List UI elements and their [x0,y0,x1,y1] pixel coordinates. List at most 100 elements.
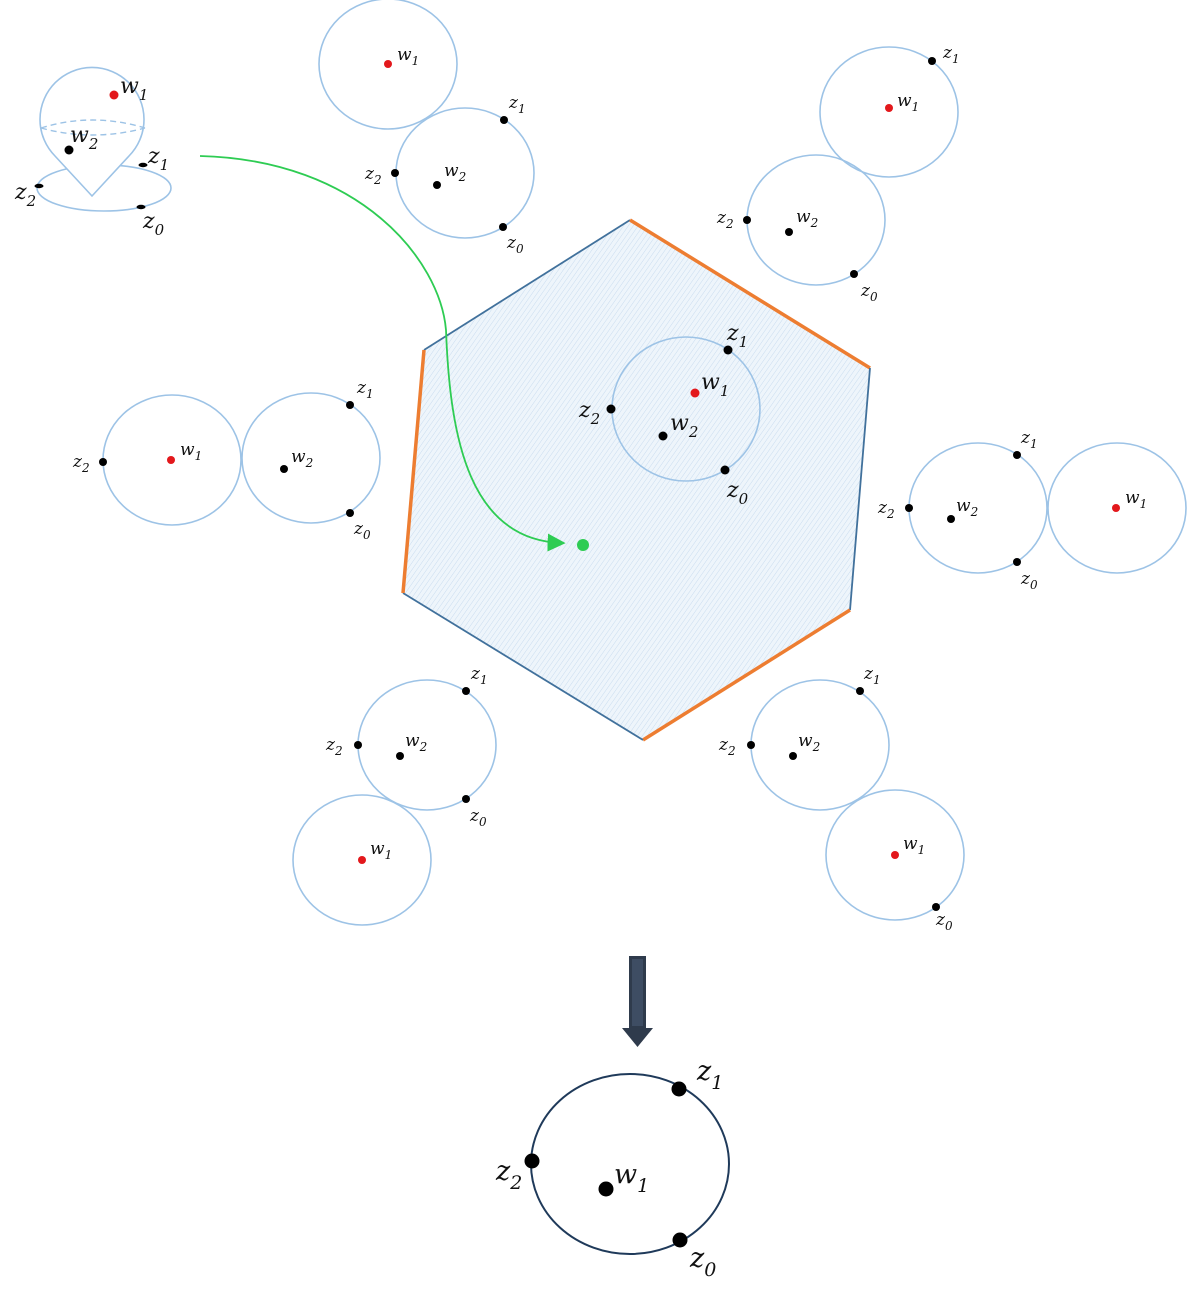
z2-label: z2 [718,735,736,758]
w1-point [1112,504,1120,512]
z1-label: z1 [470,664,488,687]
bubble-w1 [292,794,432,926]
z0-point [346,509,354,517]
w1-label: w1 [180,440,202,463]
bubble-w1 [318,0,458,130]
w1-point [891,851,899,859]
hexagon-interior [403,220,870,740]
w2-label: w2 [956,496,978,519]
z1-label: z1 [942,43,960,66]
w2-label: w2 [444,161,466,184]
z0-point [462,795,470,803]
w1-label: w1 [701,370,729,400]
bubble-main [241,392,381,524]
z1-point [856,687,864,695]
result-configuration: w1 z1 z2 z0 [495,1056,730,1281]
result-z2-point [524,1153,540,1169]
hexagon-edge-top-left [423,219,631,351]
z2-label: z2 [716,208,734,231]
config-right: w1 w2 z1 z2 z0 [877,428,1187,592]
w1-point [167,456,175,464]
w2-point [658,431,668,441]
z2-point [606,404,616,414]
teardrop-z2-label: z2 [14,180,36,210]
z2-point [747,741,755,749]
result-w1-point [598,1181,614,1197]
z1-point [723,345,733,355]
z1-label: z1 [726,321,748,351]
hexagon-edge-bottom-left [402,592,644,741]
z2-label: z2 [364,164,382,187]
z0-point [720,465,730,475]
curved-arrow-icon [199,155,566,552]
result-z0-point [672,1232,688,1248]
z2-label: z2 [325,735,343,758]
config-bottom-right: w1 w2 z1 z2 z0 [718,664,965,933]
result-z1-label: z1 [696,1056,723,1094]
hexagon-moduli-space [401,218,871,742]
bubble-w1 [825,789,965,921]
result-z0-label: z0 [689,1243,716,1281]
config-top-center: w1 w2 z1 z2 z0 [318,0,535,256]
w2-label: w2 [291,447,313,470]
teardrop-w2-point [64,145,74,155]
w2-point [785,228,793,236]
z0-label: z0 [726,478,749,508]
z0-label: z0 [506,233,524,256]
z0-label: z0 [469,806,487,829]
z1-label: z1 [508,93,526,116]
z0-label: z0 [353,519,371,542]
teardrop-z0-label: z0 [142,209,165,239]
z0-point [932,903,940,911]
z2-label: z2 [72,452,90,475]
config-bottom-left: w1 w2 z1 z2 z0 [292,664,497,926]
w2-label: w2 [405,731,427,754]
z2-label: z2 [578,398,600,428]
z2-point [743,216,751,224]
w2-point [396,752,404,760]
result-z1-point [671,1081,687,1097]
teardrop-z1-point [138,162,148,168]
w2-label: w2 [798,731,820,754]
bubble-w1 [1047,442,1187,574]
w1-point [885,104,893,112]
w1-label: w1 [1125,488,1147,511]
teardrop-w2-label: w2 [70,123,98,153]
config-left: w1 w2 z1 z2 z0 [72,378,381,542]
hexagon-edge-right [849,367,871,611]
z1-point [346,401,354,409]
w2-point [433,181,441,189]
w1-label: w1 [370,839,392,862]
teardrop-equator-front [40,127,146,136]
teardrop-w1-label: w1 [120,74,148,104]
teardrop-surface: w1 w2 z1 z2 z0 [14,66,172,239]
down-arrow-icon [622,956,653,1047]
z0-label: z0 [860,281,878,304]
result-z2-label: z2 [495,1156,522,1194]
z1-label: z1 [1020,428,1038,451]
z1-point [462,687,470,695]
z0-label: z0 [1020,569,1038,592]
z0-point [1013,558,1021,566]
teardrop-z0-point [136,204,146,210]
z2-point [391,169,399,177]
hexagon-edge-top-right [629,218,871,370]
z1-label: z1 [356,378,374,401]
w2-label: w2 [796,207,818,230]
hexagon-image-point [577,539,589,551]
w1-label: w1 [897,91,919,114]
config-center: w1 w2 z1 z2 z0 [578,321,761,508]
teardrop-z2-point [34,183,44,189]
z2-point [99,458,107,466]
w1-point [690,388,700,398]
w1-label: w1 [397,45,419,68]
w1-label: w1 [903,834,925,857]
teardrop-z1-label: z1 [147,144,169,174]
z2-point [354,741,362,749]
teardrop-w1-point [109,90,119,100]
z0-point [499,223,507,231]
result-w1-label: w1 [614,1159,649,1197]
bubble-w1 [819,46,959,178]
z2-point [905,504,913,512]
